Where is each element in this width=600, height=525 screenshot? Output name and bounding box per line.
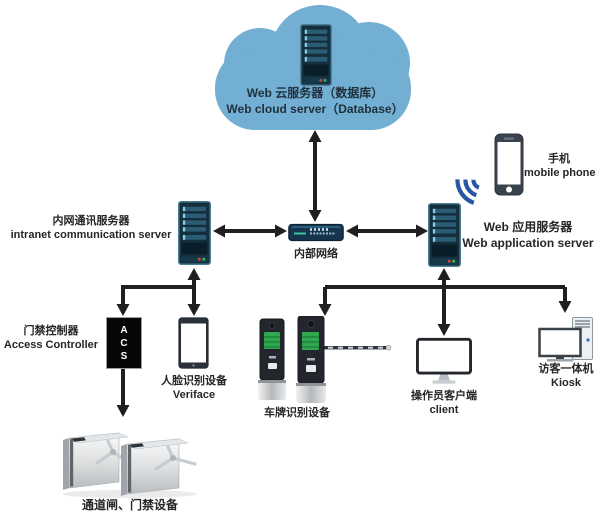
veriface-tablet-icon bbox=[178, 317, 209, 369]
kiosk-icon bbox=[538, 317, 593, 362]
connector-intranet-veriface bbox=[187, 268, 201, 316]
plate-recognition-icon bbox=[258, 316, 392, 403]
cloud-server-label-en: Web cloud server（Database） bbox=[226, 101, 404, 116]
mobile-phone-label: 手机 mobile phone bbox=[524, 153, 596, 180]
internal-network-label: 内部网络 bbox=[294, 248, 338, 260]
cloud-server-icon bbox=[300, 24, 332, 86]
network-switch-icon bbox=[288, 223, 344, 242]
veriface-label: 人脸识别设备 Veriface bbox=[161, 375, 227, 402]
plate-recognition-label: 车牌识别设备 bbox=[264, 407, 330, 419]
operator-client-icon bbox=[416, 337, 472, 384]
cloud-server-label-zh: Web 云服务器（数据库） bbox=[246, 86, 384, 100]
operator-client-label: 操作员客户端 client bbox=[411, 390, 477, 417]
connector-branch-plate-kiosk bbox=[318, 285, 572, 316]
access-controller-label: 门禁控制器 Access Controller bbox=[3, 325, 99, 352]
acs-letter: A bbox=[120, 324, 128, 336]
turnstile-label: 通道闸、门禁设备 bbox=[81, 498, 178, 512]
acs-letter: S bbox=[120, 350, 128, 362]
connector-webapp-client bbox=[437, 268, 451, 336]
intranet-server-icon bbox=[178, 200, 211, 266]
turnstile-icon bbox=[62, 432, 198, 498]
intranet-server-label: 内网通讯服务器 intranet communication server bbox=[10, 215, 172, 242]
acs-letter: C bbox=[120, 337, 128, 349]
connector-branch-acs bbox=[116, 285, 194, 316]
web-app-server-icon bbox=[428, 202, 461, 268]
connector-acs-turnstile bbox=[116, 368, 130, 417]
web-app-server-label: Web 应用服务器 Web application server bbox=[462, 220, 594, 250]
connector-intranet-switch bbox=[213, 224, 287, 238]
access-controller-box: A C S bbox=[106, 317, 142, 369]
cloud-server-label: Web 云服务器（数据库） Web cloud server（Database） bbox=[222, 86, 408, 117]
kiosk-label: 访客一体机 Kiosk bbox=[538, 363, 594, 390]
connector-cloud-switch bbox=[308, 130, 322, 222]
connector-switch-webapp bbox=[346, 224, 428, 238]
mobile-phone-icon bbox=[494, 133, 524, 196]
